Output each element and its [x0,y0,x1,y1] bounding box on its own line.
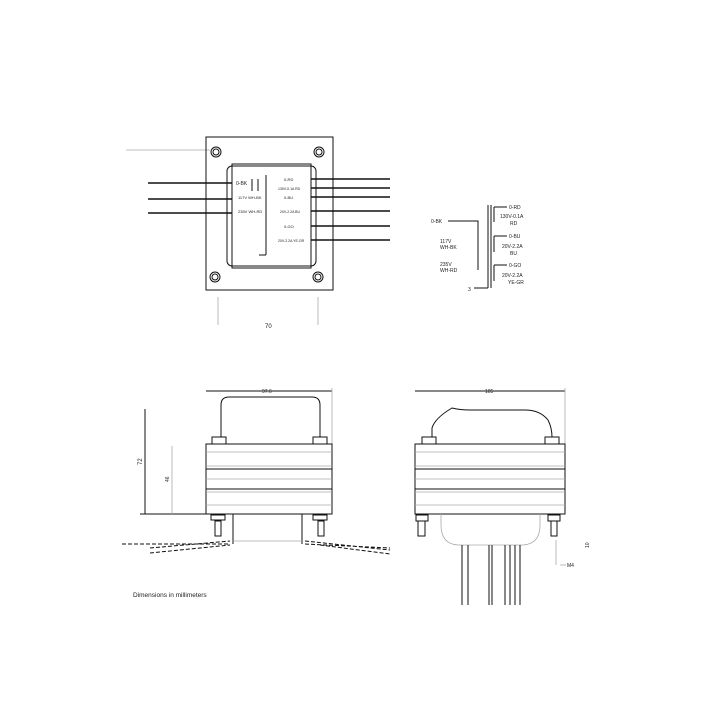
width-dimension: 105 [485,389,494,395]
nut [421,436,437,445]
secondary-winding-icon [493,206,507,281]
mounting-stud [210,514,226,537]
secondary-rating: 20V-2.2A [502,244,523,250]
lamination-lines [415,451,565,506]
mounting-stud [312,514,328,537]
secondary-tap: 0-RD [509,205,521,211]
secondary-wires [311,178,390,241]
secondary-label: 0-BU [284,195,293,200]
primary-tap: 0-BK [431,219,443,225]
stud-length: 10 [585,542,591,548]
core-dimension: 46 [165,476,171,482]
width-dimension: 70 [265,324,272,330]
secondary-rating: 130V-0.1A [500,214,524,220]
primary-tap: 117V [440,239,452,245]
secondary-color: BU [510,251,517,257]
primary-wires [148,182,232,214]
nut [312,436,328,445]
primary-tap: WH-RD [440,268,458,274]
winding-mark [251,179,259,191]
width-dimension: 97.6 [262,389,272,395]
mounting-stud [415,514,429,537]
handle [431,407,553,438]
secondary-tap: 0-BU [509,234,521,240]
mounting-hole-icon [209,146,325,283]
side-view-left: 97.6 72 46 [122,388,391,555]
secondary-label: 130V-0.1A RD [278,187,301,191]
schematic: 0-BK 117V WH-BK 235V WH-RD 3 0-RD 130V-0… [431,205,524,293]
height-dimension: 72 [138,458,144,465]
lead-wires [461,545,521,605]
secondary-color: YE-GR [508,280,524,286]
side-view-right: 105 M4 10 [414,388,591,605]
lamination-lines [415,468,565,490]
primary-label: 117V WH-BK [238,195,262,200]
ground-label: 3 [468,287,471,293]
nut [544,436,560,445]
mounting-stud [547,514,561,537]
nut [211,436,227,445]
secondary-color: RD [510,221,518,227]
primary-label: 0-BK [236,181,248,187]
handle [220,396,321,437]
primary-label: 235V WH-RD [238,209,262,214]
coil-inner [231,163,312,269]
secondary-label: 20V-2.2A YE-GR [278,239,305,243]
dimensions-note: Dimensions in millimeters [133,592,207,599]
coil-body [226,165,317,267]
secondary-label: 0-RD [284,177,293,182]
primary-winding-icon [448,220,479,270]
lead-wires [122,540,391,555]
primary-tap: WH-BK [440,245,457,251]
lamination-lines [206,451,332,506]
primary-tap: 235V [440,262,452,268]
secondary-label: 20V-2.2A BU [280,210,301,214]
bracket [232,514,303,544]
potting-cup [440,514,541,546]
stud-size: M4 [567,563,574,569]
secondary-rating: 20V-2.2A [502,273,523,279]
secondary-tap: 0-GO [509,263,521,269]
secondary-label: 0-GO [284,224,294,229]
top-view: 0-BK 117V WH-BK 235V WH-RD 0-RD 130V-0.1… [126,136,390,330]
core-lines [487,205,492,288]
lamination-lines [206,468,332,490]
